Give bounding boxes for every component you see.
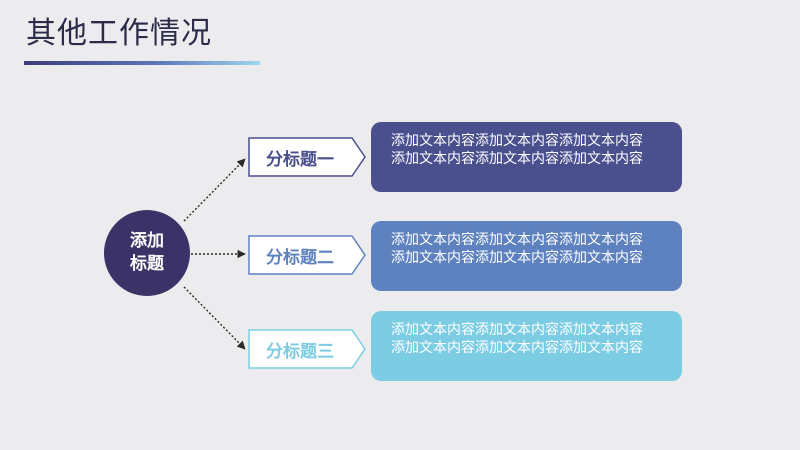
content-box-3: 添加文本内容添加文本内容添加文本内容 添加文本内容添加文本内容添加文本内容 — [371, 311, 682, 381]
title-underline — [24, 61, 260, 65]
content-line: 添加文本内容添加文本内容添加文本内容 — [391, 133, 643, 149]
tag-arrow-shape — [248, 329, 366, 369]
content-line: 添加文本内容添加文本内容添加文本内容 — [391, 340, 643, 356]
page-title: 其他工作情况 — [26, 16, 212, 51]
content-line: 添加文本内容添加文本内容添加文本内容 — [391, 250, 643, 266]
content-box-1: 添加文本内容添加文本内容添加文本内容 添加文本内容添加文本内容添加文本内容 — [371, 122, 682, 192]
content-line: 添加文本内容添加文本内容添加文本内容 — [391, 232, 643, 248]
content-line: 添加文本内容添加文本内容添加文本内容 — [391, 322, 643, 338]
subtitle-label-3: 分标题三 — [266, 341, 334, 362]
subtitle-label-1: 分标题一 — [266, 149, 334, 170]
center-node: 添加 标题 — [104, 210, 190, 296]
content-box-2: 添加文本内容添加文本内容添加文本内容 添加文本内容添加文本内容添加文本内容 — [371, 221, 682, 291]
tag-arrow-shape — [248, 137, 366, 177]
subtitle-tag-2: 分标题二 — [248, 235, 366, 275]
connector-arrow-1 — [183, 158, 246, 222]
subtitle-label-2: 分标题二 — [266, 247, 334, 268]
content-line: 添加文本内容添加文本内容添加文本内容 — [391, 151, 643, 167]
subtitle-tag-3: 分标题三 — [248, 329, 366, 369]
connector-arrow-3 — [183, 286, 246, 350]
tag-arrow-shape — [248, 235, 366, 275]
subtitle-tag-1: 分标题一 — [248, 137, 366, 177]
